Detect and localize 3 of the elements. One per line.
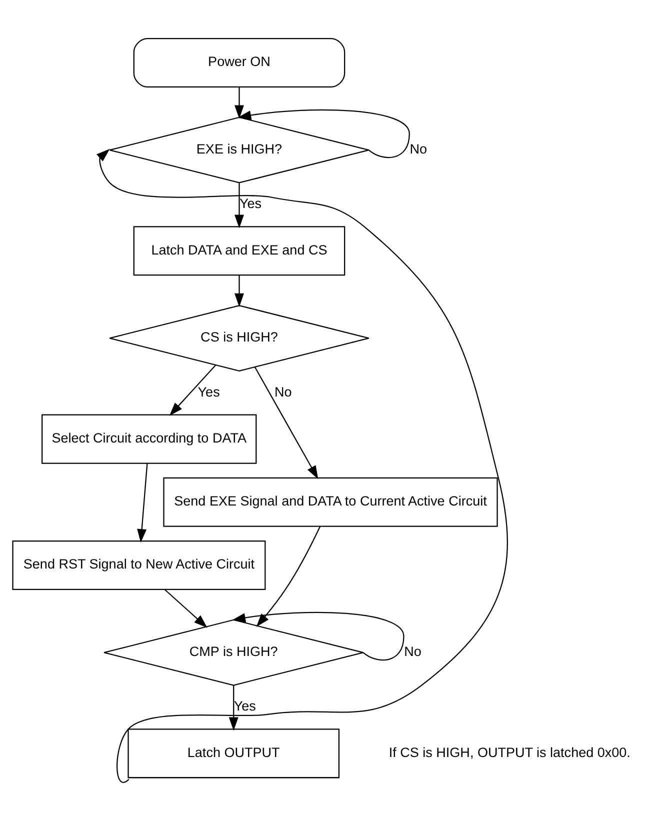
arrow (234, 86, 244, 118)
arrow (238, 108, 410, 158)
node-box: Power ON (133, 37, 346, 88)
